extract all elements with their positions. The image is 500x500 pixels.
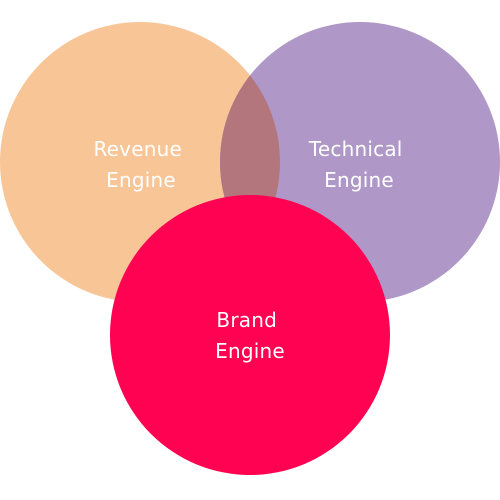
brand-engine-label-line-1: Brand: [216, 308, 277, 332]
brand-engine-circle: [110, 195, 390, 475]
revenue-engine-label: Revenue Engine: [93, 137, 188, 192]
brand-engine-label: Brand Engine: [215, 308, 285, 363]
technical-engine-label-line-1: Technical: [308, 137, 403, 161]
revenue-engine-label-line-1: Revenue: [93, 137, 182, 161]
revenue-engine-label-line-2: Engine: [106, 168, 176, 192]
technical-engine-label-line-2: Engine: [324, 168, 394, 192]
technical-engine-label: Technical Engine: [308, 137, 409, 192]
brand-engine-label-line-2: Engine: [215, 339, 285, 363]
